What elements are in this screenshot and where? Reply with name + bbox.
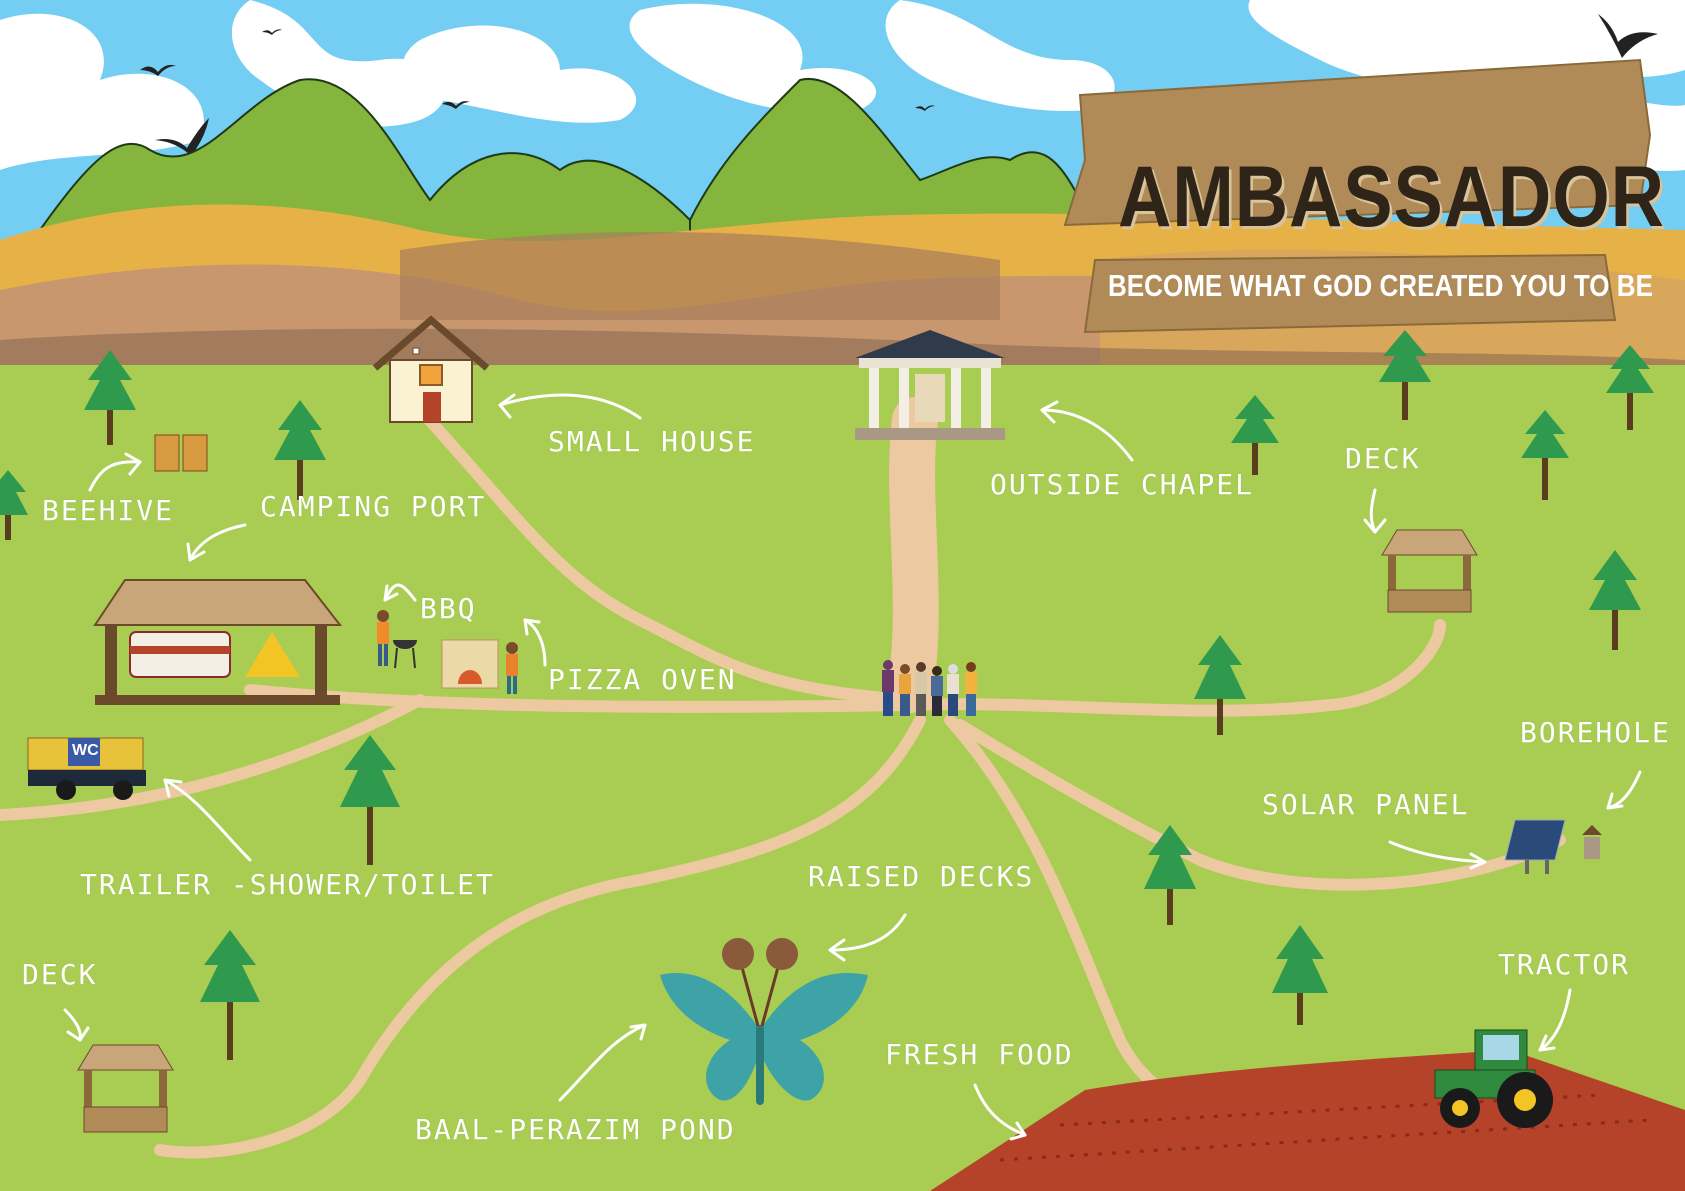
label-camping-port: CAMPING PORT (260, 490, 487, 523)
label-borehole: BOREHOLE (1520, 716, 1671, 749)
title-boards (1063, 58, 1652, 334)
label-small-house: SMALL HOUSE (548, 425, 756, 458)
camping-port[interactable] (93, 579, 343, 705)
grass-ground (0, 365, 1685, 1191)
wc-trailer[interactable] (27, 737, 146, 800)
label-tractor: TRACTOR (1498, 948, 1631, 981)
label-solar-panel: SOLAR PANEL (1262, 788, 1470, 821)
label-deck-right: DECK (1345, 442, 1421, 475)
label-arrows (63, 393, 1642, 1141)
paths (0, 397, 1566, 1159)
pizza-oven (441, 639, 518, 694)
birds (140, 14, 1658, 156)
deck-right[interactable] (1381, 529, 1478, 613)
deck-left[interactable] (77, 1044, 174, 1133)
small-house[interactable] (372, 315, 490, 423)
wc-sign: WC (72, 742, 99, 759)
label-bbq: BBQ (420, 592, 477, 625)
label-fresh-food: FRESH FOOD (885, 1038, 1074, 1071)
outside-chapel[interactable] (855, 330, 1005, 440)
beehives (154, 434, 208, 472)
people-group (882, 660, 977, 716)
label-pond: BAAL-PERAZIM POND (415, 1113, 736, 1146)
label-pizza-oven: PIZZA OVEN (548, 663, 737, 696)
label-deck-left: DECK (22, 958, 98, 991)
tractor[interactable] (1434, 1029, 1553, 1128)
baal-perazim-pond[interactable] (660, 938, 868, 1105)
label-beehive: BEEHIVE (42, 494, 175, 527)
label-raised-decks: RAISED DECKS (808, 860, 1035, 893)
page-subtitle: BECOME WHAT GOD CREATED YOU TO BE (1108, 268, 1653, 303)
borehole (1582, 825, 1602, 859)
pine-trees (0, 330, 1654, 1060)
page-title: AMBASSADOR (1118, 149, 1665, 245)
label-trailer: TRAILER -SHOWER/TOILET (80, 868, 495, 901)
solar-panels (1504, 819, 1566, 874)
bbq-grill (377, 610, 417, 669)
label-outside-chapel: OUTSIDE CHAPEL (990, 468, 1255, 501)
